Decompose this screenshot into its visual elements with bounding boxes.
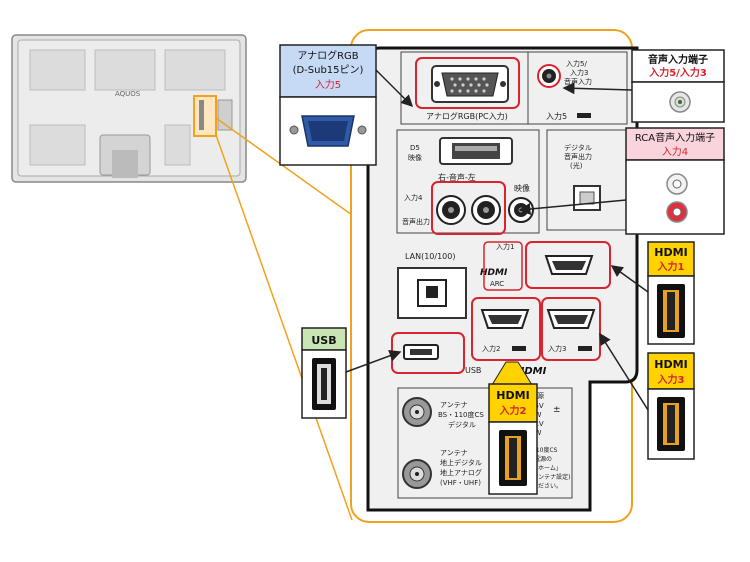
audio-in-label-2: 入力3 <box>570 68 588 77</box>
audio-out-label: 音声出力 <box>402 217 430 226</box>
rca-highlight <box>431 181 506 235</box>
callout-rca-audio-line1: RCA音声入力端子 <box>635 131 715 144</box>
audio-in-jack <box>537 64 561 88</box>
callout-hdmi2-line1: HDMI <box>496 389 529 402</box>
zoom-line <box>215 134 353 521</box>
callout-hdmi1-line2: 入力1 <box>658 260 685 273</box>
callout-audio-in-line1: 音声入力端子 <box>648 53 708 66</box>
callout-hdmi3-line2: 入力3 <box>658 373 685 386</box>
input2-label: 入力2 <box>482 344 500 353</box>
note-label-4: (アンテナ設定) <box>530 473 570 481</box>
antenna-ground-label-1: アンテナ <box>440 449 468 457</box>
lan-port <box>397 267 467 319</box>
antenna-bs-label-1: アンテナ <box>440 401 468 409</box>
vga-port <box>431 65 509 103</box>
video-label: 映像 <box>514 183 530 193</box>
tv-back-thumbnail: AQUOS <box>11 34 247 183</box>
callout-usb: USB <box>301 327 347 419</box>
antenna-ground-port <box>402 459 432 489</box>
optical-port <box>573 185 601 211</box>
audio-in-label-3: 音声入力 <box>564 77 592 86</box>
input1-highlight <box>483 241 523 291</box>
zoom-line <box>215 117 353 216</box>
rca-jack-left <box>471 195 501 225</box>
hdmi3-port <box>546 309 596 329</box>
digital-audio-label-2: 音声出力 <box>564 152 592 161</box>
antenna-bs-port <box>402 397 432 427</box>
callout-usb-line1: USB <box>311 334 336 347</box>
digital-audio-label-1: デジタル <box>564 143 592 152</box>
antenna-bs-label-3: デジタル <box>448 420 476 429</box>
polarity-icon: ± <box>553 405 561 415</box>
rca-jack-right <box>436 195 466 225</box>
arc-label: ARC <box>490 280 504 288</box>
callout-hdmi2: HDMI 入力2 <box>488 361 538 495</box>
d5-port <box>439 137 513 165</box>
hdmi1-port <box>544 255 594 275</box>
input5-label: 入力5 <box>546 111 567 121</box>
tv-brand: AQUOS <box>115 90 141 98</box>
digital-audio-label-3: (光) <box>570 161 583 170</box>
callout-audio-in: 音声入力端子 入力5/入力3 <box>631 49 725 123</box>
callout-hdmi1: HDMI 入力1 <box>647 241 695 345</box>
callout-hdmi2-line2: 入力2 <box>500 404 527 417</box>
callout-analog-rgb-line3: 入力5 <box>315 78 341 91</box>
callout-hdmi3-line1: HDMI <box>654 358 687 371</box>
callout-audio-in-line2: 入力5/入力3 <box>649 66 707 79</box>
input4-label: 入力4 <box>404 193 423 202</box>
d5-label-2: 映像 <box>408 153 422 162</box>
callout-hdmi3: HDMI 入力3 <box>647 352 695 460</box>
hdmi2-highlight <box>471 297 541 361</box>
antenna-ground-label-4: (VHF・UHF) <box>440 479 481 487</box>
callout-analog-rgb: アナログRGB (D-Sub15ピン) 入力5 <box>279 44 377 166</box>
note-label-5: ください。 <box>532 483 562 490</box>
hdmi-logo-2: HDMI <box>516 366 547 377</box>
antenna-ground-label-2: 地上デジタル <box>440 458 482 467</box>
note-label-1: 110度CS <box>532 446 558 454</box>
callout-hdmi1-line1: HDMI <box>654 246 687 259</box>
plug-icon <box>577 113 591 118</box>
vga-label: アナログRGB(PC入力) <box>426 111 508 121</box>
hdmi3-highlight <box>541 297 601 361</box>
usb-port-label: USB <box>465 366 481 375</box>
hdmi1-highlight <box>525 241 611 289</box>
hdmi-logo-1: HDMI <box>480 268 508 278</box>
callout-rca-audio: RCA音声入力端子 入力4 <box>625 127 725 235</box>
input1-label: 入力1 <box>496 242 514 251</box>
callout-analog-rgb-line1: アナログRGB <box>297 49 358 62</box>
note-label-3: 「ホーム」 <box>532 465 562 472</box>
lan-label: LAN(10/100) <box>405 252 455 261</box>
rca-header: 右-音声-左 <box>438 172 476 182</box>
callout-analog-rgb-line2: (D-Sub15ピン) <box>293 64 364 76</box>
usb-port <box>403 344 439 360</box>
antenna-ground-label-3: 地上アナログ <box>440 468 482 477</box>
antenna-bs-label-2: BS・110度CS <box>438 410 484 419</box>
vga-highlight <box>415 57 520 109</box>
note-label-2: 電源の <box>534 455 552 463</box>
hdmi2-port <box>480 309 530 329</box>
input3-label: 入力3 <box>548 344 566 353</box>
callout-rca-audio-line2: 入力4 <box>662 145 688 158</box>
d5-label-1: D5 <box>410 144 420 152</box>
audio-in-label-1: 入力5/ <box>566 59 587 68</box>
